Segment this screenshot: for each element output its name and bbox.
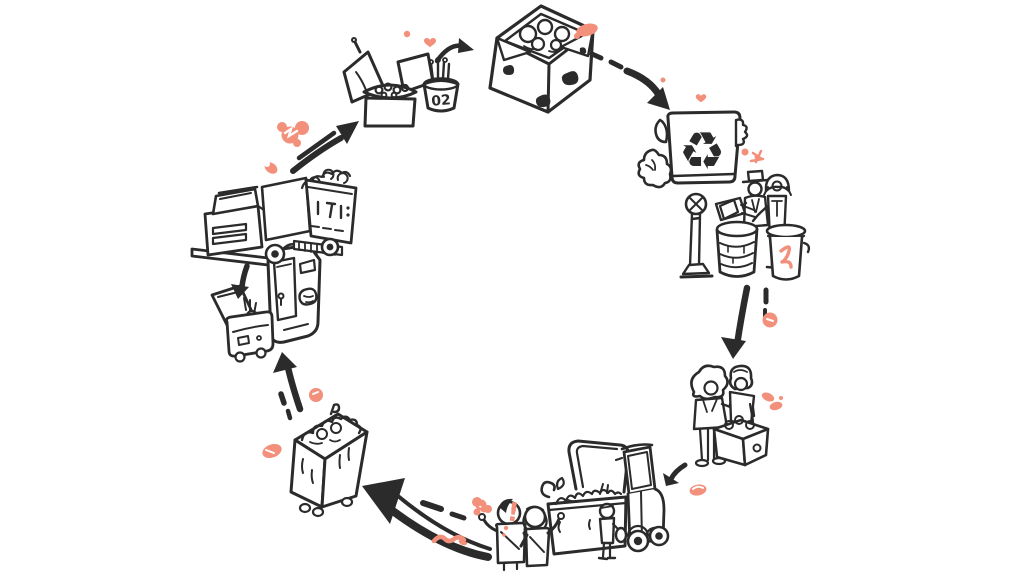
recycle-symbol-icon: ♻ — [679, 122, 726, 182]
stage-people-packing-box — [690, 364, 783, 468]
arrow-station-to-packers — [721, 284, 778, 359]
stage-processing-carts — [210, 243, 322, 363]
stage-collection-truck — [540, 439, 670, 561]
cup-label: 02 — [431, 92, 452, 110]
arrow-packedbox-to-bin — [589, 51, 670, 110]
paint-splash — [264, 121, 309, 174]
stage-scrap-dumpster — [262, 403, 369, 518]
arrow-truck-to-openbox — [264, 121, 359, 174]
paint-splash — [431, 497, 488, 544]
arrow-dumpster-to-carts — [273, 352, 323, 421]
paint-splash — [403, 23, 765, 164]
stage-packed-cardboard-box — [488, 4, 595, 114]
stage-open-takeout-box — [342, 37, 435, 128]
arrow-openbox-to-packedbox — [434, 38, 474, 64]
arrow-truck-to-carts — [231, 263, 250, 299]
paint-splash — [761, 392, 783, 411]
stage-delivery-truck — [190, 168, 358, 267]
paint-splash — [689, 484, 707, 496]
paint-splash — [262, 443, 282, 459]
arrow-truck-to-dumpster — [362, 478, 492, 561]
exclamation-mark: ! — [505, 497, 521, 528]
stage-street-sorting-station — [679, 169, 811, 281]
stage-waving-neighbors: ! — [458, 497, 565, 572]
stage-curbside-recycling-bin: ♻ — [637, 110, 749, 189]
arrow-packers-to-truck — [663, 462, 707, 496]
paint-splash — [309, 388, 323, 402]
